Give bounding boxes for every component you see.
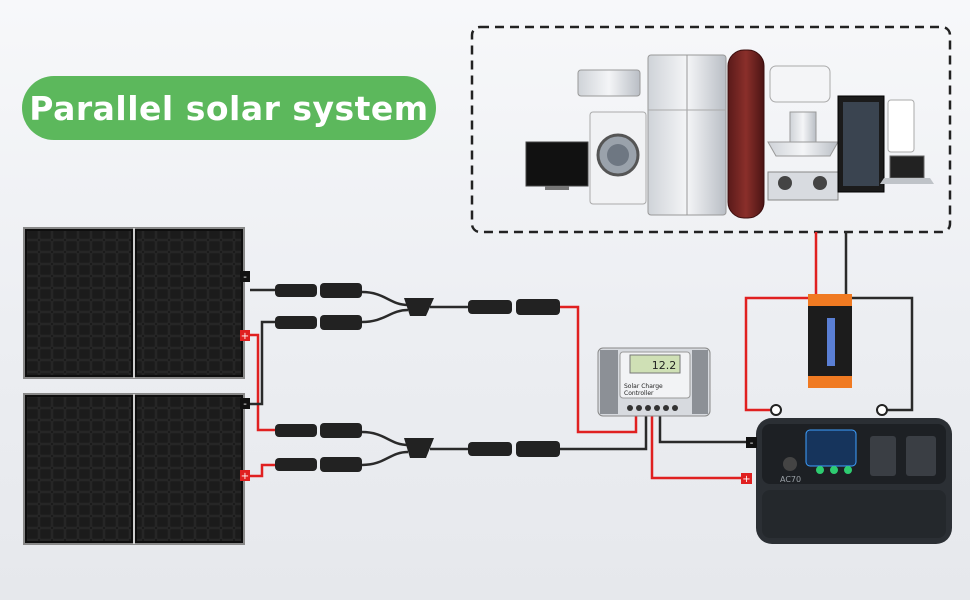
- air-conditioner-icon: [577, 69, 641, 97]
- inverter-icon: [808, 294, 852, 388]
- y-branch-connector: [404, 438, 434, 458]
- mc4-connector: [275, 284, 317, 297]
- panel-top-negative-marker: -: [240, 271, 250, 283]
- diagram-title: Parallel solar system: [29, 88, 429, 128]
- controller-display: [629, 354, 681, 374]
- svg-text:+: +: [241, 331, 249, 342]
- mc4-connector: [320, 315, 362, 330]
- appliances-group: [470, 25, 952, 234]
- svg-text:+: +: [742, 474, 750, 485]
- solar-panel-top: [23, 227, 245, 379]
- mc4-connector: [320, 423, 362, 438]
- svg-text:-: -: [243, 272, 247, 283]
- mc4-connector: [468, 442, 512, 456]
- panel-bottom-negative-marker: -: [240, 398, 250, 410]
- charge-controller-icon: 12.2 Solar Charge Controller: [597, 347, 711, 417]
- controller-label-line2: Controller: [624, 390, 654, 397]
- controller-display-value: 12.2: [652, 359, 677, 372]
- title-badge: Parallel solar system: [22, 76, 436, 140]
- y-branch-connector: [404, 298, 434, 316]
- tower-ac-icon: [727, 49, 765, 219]
- mc4-connector: [468, 300, 512, 314]
- svg-text:+: +: [241, 471, 249, 482]
- washing-machine-icon: [589, 111, 647, 205]
- power-station-model: AC70: [780, 475, 801, 484]
- svg-text:-: -: [750, 438, 754, 449]
- inverter-negative-terminal: [876, 404, 888, 416]
- range-hood-icon: [767, 111, 839, 157]
- gas-stove-icon: [767, 171, 839, 201]
- inverter-positive-terminal: [770, 404, 782, 416]
- wires: [250, 232, 914, 480]
- mc4-connector: [320, 283, 362, 298]
- water-heater-icon: [769, 65, 831, 103]
- mc4-connector: [275, 458, 317, 471]
- tv-icon: [525, 141, 589, 190]
- station-positive-marker: +: [741, 473, 752, 485]
- controller-label-line1: Solar Charge: [624, 383, 663, 390]
- refrigerator-icon: [647, 54, 727, 216]
- mc4-connectors: [275, 283, 560, 472]
- mc4-connector: [275, 316, 317, 329]
- laptop-icon: [880, 155, 934, 184]
- mc4-connector: [516, 441, 560, 457]
- station-negative-marker: -: [746, 437, 757, 449]
- panel-top-positive-marker: +: [240, 330, 250, 342]
- svg-text:-: -: [243, 399, 247, 410]
- boiler-icon: [887, 99, 915, 153]
- beverage-fridge-icon: [837, 95, 885, 193]
- mc4-connector: [275, 424, 317, 437]
- appliances-frame: [470, 25, 952, 234]
- mc4-connector: [320, 457, 362, 472]
- mc4-connector: [516, 299, 560, 315]
- panel-bottom-positive-marker: +: [240, 470, 250, 482]
- solar-panel-bottom: [23, 393, 245, 545]
- power-station-icon: AC70: [756, 418, 952, 544]
